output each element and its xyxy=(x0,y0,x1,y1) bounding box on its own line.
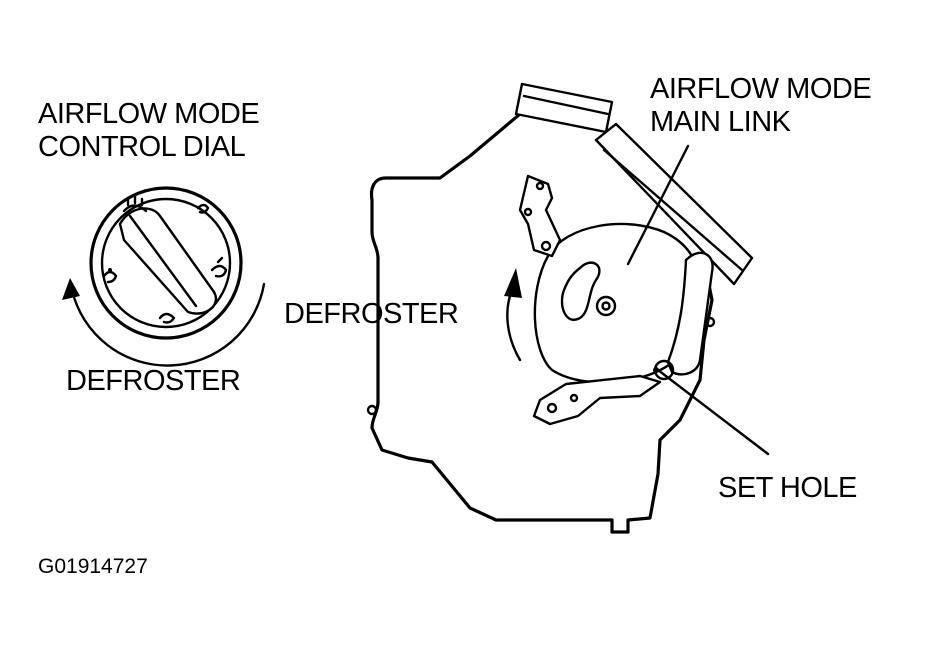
dial-defroster-label: DEFROSTER xyxy=(66,365,241,397)
main-link-pivot xyxy=(595,295,617,317)
dial-title-line1: AIRFLOW MODE xyxy=(38,98,260,130)
dial-rotation-arrow-icon xyxy=(62,278,266,367)
dial-mode-symbol-defroster-icon xyxy=(122,194,148,213)
airflow-mode-unit-housing xyxy=(366,82,754,534)
upper-link-arm xyxy=(518,174,562,258)
unit-top-duct xyxy=(514,82,614,134)
lower-link-arm xyxy=(532,374,662,426)
dial-mode-symbol-mix-icon xyxy=(102,268,118,284)
unit-defroster-label: DEFROSTER xyxy=(284,298,459,330)
set-hole-label: SET HOLE xyxy=(718,472,857,504)
side-lever xyxy=(666,251,714,376)
main-link-slot xyxy=(560,261,601,321)
dial-mode-symbol-face-icon xyxy=(196,203,210,214)
set-hole xyxy=(653,367,659,373)
dial-mode-symbol-foot-icon xyxy=(158,312,176,324)
dial-inner-ring xyxy=(100,197,232,329)
dial-knob xyxy=(118,207,218,315)
link-rotation-arrow-icon xyxy=(504,268,522,362)
unit-housing-outline xyxy=(369,102,714,534)
dial-title-line2: CONTROL DIAL xyxy=(38,131,246,163)
figure-code: G01914727 xyxy=(38,555,148,578)
airflow-mode-control-dial xyxy=(62,186,266,367)
dial-outer-ring xyxy=(89,186,243,340)
main-link-label-line2: MAIN LINK xyxy=(650,106,791,138)
set-hole-leader-line xyxy=(656,368,770,456)
main-link-leader-line xyxy=(626,144,690,266)
dial-mode-symbol-bilevel-icon xyxy=(210,256,228,278)
main-link-label-line1: AIRFLOW MODE xyxy=(650,73,872,105)
